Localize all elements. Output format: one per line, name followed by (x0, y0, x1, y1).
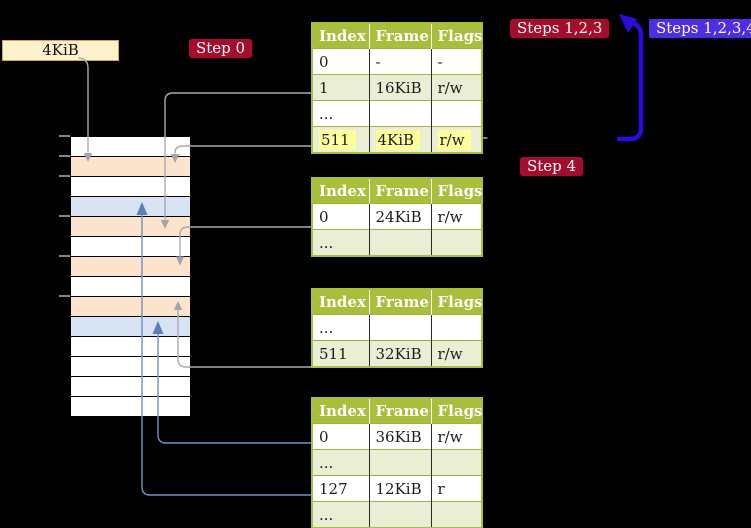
column-header-index: Index (312, 178, 370, 204)
frame-size-label: 4KiB (2, 40, 119, 61)
table-row: ... (312, 100, 482, 127)
table-row: 511 4KiB r/w (312, 126, 482, 153)
table-cell (431, 100, 482, 127)
memory-row-0 (71, 137, 190, 157)
table-cell: - (369, 48, 432, 75)
table-cell: r/w (431, 423, 482, 450)
table-cell (369, 100, 432, 127)
column-header-flags: Flags (431, 178, 483, 204)
table-cell: r/w (431, 203, 482, 230)
memory-row-3 (71, 197, 190, 217)
table-cell: r/w (431, 340, 482, 367)
table-cell: r/w (431, 74, 482, 101)
column-header-index: Index (312, 398, 370, 424)
table-cell (431, 449, 482, 476)
table-row: ... (312, 449, 482, 476)
badge-steps-1-2-3: Steps 1,2,3 (510, 19, 610, 38)
table-row: ... (312, 314, 482, 341)
table-cell: 1 (312, 74, 370, 101)
memory-row-2 (71, 177, 190, 197)
table-cell (369, 501, 432, 528)
memory-tick (59, 255, 70, 257)
table-cell: 127 (312, 475, 370, 502)
big-blue-arrow (616, 20, 644, 142)
table-cell (431, 501, 482, 528)
memory-row-11 (71, 357, 190, 377)
table-cell (369, 314, 432, 341)
memory-row-7 (71, 277, 190, 297)
memory-tick (59, 175, 70, 177)
highlighted-value: 511 (319, 129, 356, 150)
table-cell: ... (312, 449, 370, 476)
table-cell: - (431, 48, 482, 75)
badge-step-4: Step 4 (520, 157, 584, 176)
memory-row-1 (71, 157, 190, 177)
table-cell: r/w (431, 126, 482, 153)
column-header-index: Index (312, 289, 370, 315)
table-cell: ... (312, 100, 370, 127)
table-cell: 24KiB (369, 203, 432, 230)
big-blue-arrowhead-icon (619, 14, 637, 33)
table-cell: 32KiB (369, 340, 432, 367)
memory-row-5 (71, 237, 190, 257)
memory-tick (59, 215, 70, 217)
table-cell: 0 (312, 203, 370, 230)
memory-row-4 (71, 217, 190, 237)
table-cell: r (431, 475, 482, 502)
table-cell (369, 229, 432, 256)
physical-memory-strip (70, 136, 191, 417)
table-cell: 0 (312, 48, 370, 75)
table-cell: ... (312, 229, 370, 256)
memory-row-10 (71, 337, 190, 357)
table-row: 0-- (312, 48, 482, 75)
memory-row-8 (71, 297, 190, 317)
table-cell (369, 449, 432, 476)
column-header-flags: Flags (431, 23, 483, 49)
column-header-frame: Frame (369, 23, 432, 49)
table-cell: 4KiB (369, 126, 432, 153)
column-header-flags: Flags (431, 289, 483, 315)
table-cell: ... (312, 314, 370, 341)
memory-tick (59, 295, 70, 297)
table-row: ... (312, 229, 482, 256)
table-cell: 511 (312, 126, 370, 153)
memory-row-13 (71, 397, 190, 416)
memory-tick (59, 155, 70, 157)
table-cell: ... (312, 501, 370, 528)
highlighted-value: r/w (437, 129, 471, 150)
table-cell: 16KiB (369, 74, 432, 101)
memory-row-6 (71, 257, 190, 277)
table-cell (431, 229, 482, 256)
highlighted-value: 4KiB (375, 129, 421, 150)
memory-row-12 (71, 377, 190, 397)
table-cell (431, 314, 482, 341)
badge-step-0: Step 0 (189, 39, 253, 58)
column-header-frame: Frame (369, 178, 432, 204)
column-header-frame: Frame (369, 289, 432, 315)
column-header-flags: Flags (431, 398, 483, 424)
column-header-index: Index (312, 23, 370, 49)
memory-tick (59, 135, 70, 137)
table-cell: 511 (312, 340, 370, 367)
badge-steps-1-2-3-4: Steps 1,2,3,4 (649, 19, 751, 38)
table-cell: 0 (312, 423, 370, 450)
table-cell: 36KiB (369, 423, 432, 450)
memory-row-9 (71, 317, 190, 337)
table-row: ... (312, 501, 482, 528)
table-cell: 12KiB (369, 475, 432, 502)
column-header-frame: Frame (369, 398, 432, 424)
